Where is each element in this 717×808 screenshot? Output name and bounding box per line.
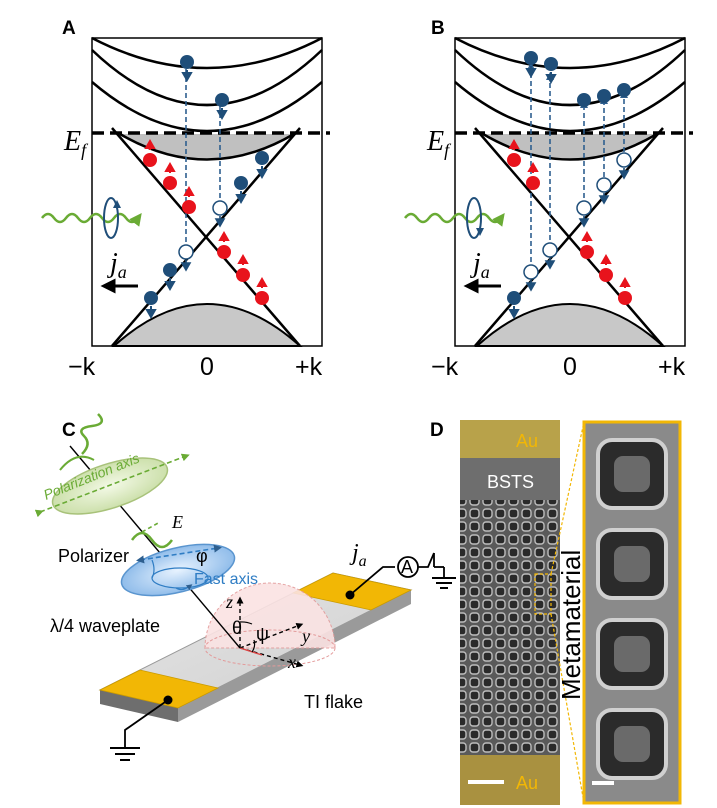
panel-a-fermi-label: Ef [63, 126, 89, 160]
e-field-label: E [171, 512, 183, 532]
bsts-label: BSTS [487, 472, 534, 492]
flake-label: TI flake [304, 692, 363, 712]
panel-b-fermi-label: Ef [426, 126, 452, 160]
panel-a-xtick-neg: −k [68, 353, 96, 381]
panel-a-xtick-zero: 0 [200, 353, 214, 381]
axis-x-label: x [287, 652, 296, 672]
panel-c-label: C [62, 420, 76, 441]
panel-b: B [404, 18, 693, 381]
fast-axis-label: Fast axis [194, 571, 258, 588]
panel-d: D Au BSTS Au Metamaterial [430, 420, 682, 805]
panel-b-xtick-pos: +k [658, 353, 686, 381]
polarizer-label: Polarizer [58, 546, 129, 566]
au-bottom-label: Au [516, 773, 538, 793]
setup-current-label: ja [349, 540, 367, 570]
phi-label: φ [196, 546, 208, 566]
panel-a-current-label: ja [107, 248, 127, 282]
panel-a: A [41, 18, 330, 381]
panel-a-label: A [62, 18, 76, 39]
panel-b-current-label: ja [470, 248, 490, 282]
psi-label: ψ [256, 624, 269, 644]
axis-y-label: y [300, 626, 310, 646]
panel-d-label: D [430, 420, 444, 441]
au-top-label: Au [516, 431, 538, 451]
panel-b-label: B [431, 18, 445, 39]
theta-label: θ [232, 618, 242, 638]
panel-b-xtick-zero: 0 [563, 353, 577, 381]
axis-z-label: z [225, 592, 233, 612]
panel-c: C A ja z y x θ [34, 413, 456, 761]
metamaterial-label: Metamaterial [556, 550, 586, 700]
ammeter-label: A [401, 557, 413, 577]
panel-b-xtick-neg: −k [431, 353, 459, 381]
waveplate-label: λ/4 waveplate [50, 616, 160, 636]
panel-a-xtick-pos: +k [295, 353, 323, 381]
